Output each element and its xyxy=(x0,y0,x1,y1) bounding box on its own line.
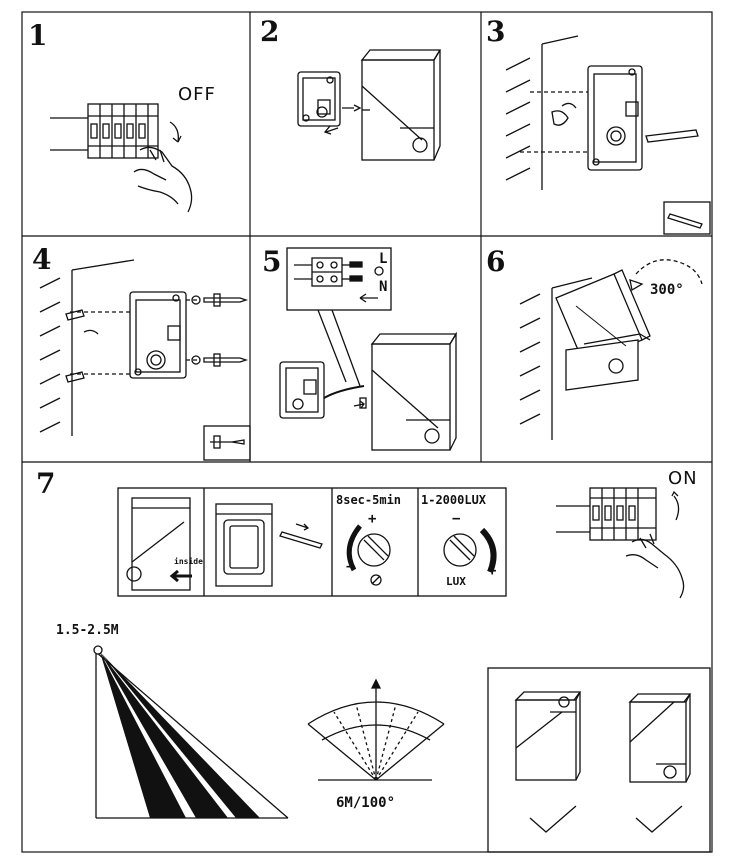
check-mark-right xyxy=(635,805,683,833)
mount-height-label: 1.5-2.5M xyxy=(56,623,119,638)
step-number: 6 xyxy=(486,245,506,278)
step-number: 2 xyxy=(260,15,280,48)
detection-fan xyxy=(307,678,445,781)
bracket-2 xyxy=(297,71,362,127)
lamp-rotated-6 xyxy=(555,269,651,391)
step-number: 7 xyxy=(36,467,56,500)
lux-label: LUX xyxy=(446,575,466,588)
on-label: ON xyxy=(668,468,698,489)
hand-off xyxy=(133,146,193,213)
lux-plus: + xyxy=(488,563,497,579)
time-range-label: 8sec-5min xyxy=(336,493,402,507)
time-minus: − xyxy=(346,559,355,575)
wiring-detail-5 xyxy=(286,247,392,387)
lamp-front-7 xyxy=(126,497,192,591)
bracket-5 xyxy=(279,361,367,419)
detection-label: 6M/100° xyxy=(336,795,396,811)
time-plus: + xyxy=(368,511,377,527)
lamp-final-right xyxy=(628,693,692,783)
inside-label: inside xyxy=(174,557,203,566)
time-knob xyxy=(346,524,391,586)
wall-3 xyxy=(505,35,579,190)
panel-grid xyxy=(21,11,713,853)
lamp-body-5 xyxy=(370,331,458,451)
rotation-arrow-6 xyxy=(629,259,703,292)
bracket-4 xyxy=(65,291,200,383)
lux-knob xyxy=(443,527,497,574)
setup-strip xyxy=(117,487,507,597)
lamp-body-2 xyxy=(360,49,442,161)
terminal-n-label: N xyxy=(379,279,388,295)
detection-beams xyxy=(100,652,260,818)
breaker-panel-on xyxy=(556,487,680,541)
step-number: 5 xyxy=(262,245,282,278)
bracket-3 xyxy=(520,65,643,171)
rotation-label: 300° xyxy=(650,282,684,298)
check-mark-left xyxy=(529,805,577,833)
terminal-l-label: L xyxy=(379,251,388,267)
lux-range-label: 1-2000LUX xyxy=(421,493,487,507)
hand-on xyxy=(625,533,685,599)
lamp-back-7 xyxy=(215,503,323,587)
lamp-final-left xyxy=(514,691,582,781)
breaker-panel xyxy=(50,103,182,159)
wall-6 xyxy=(519,277,593,440)
step-number: 1 xyxy=(28,19,48,52)
lux-minus: − xyxy=(452,511,461,527)
mount-profile xyxy=(93,645,289,819)
screwdriver-3 xyxy=(645,129,699,143)
final-check-box xyxy=(487,667,711,853)
step-number: 3 xyxy=(486,15,506,48)
screws-4 xyxy=(191,293,249,367)
tool-box-4 xyxy=(203,425,251,461)
wall-4 xyxy=(39,259,135,436)
tool-box-3 xyxy=(663,201,711,235)
arrow-2 xyxy=(323,125,339,135)
off-label: OFF xyxy=(178,84,216,105)
step-number: 4 xyxy=(32,243,52,276)
